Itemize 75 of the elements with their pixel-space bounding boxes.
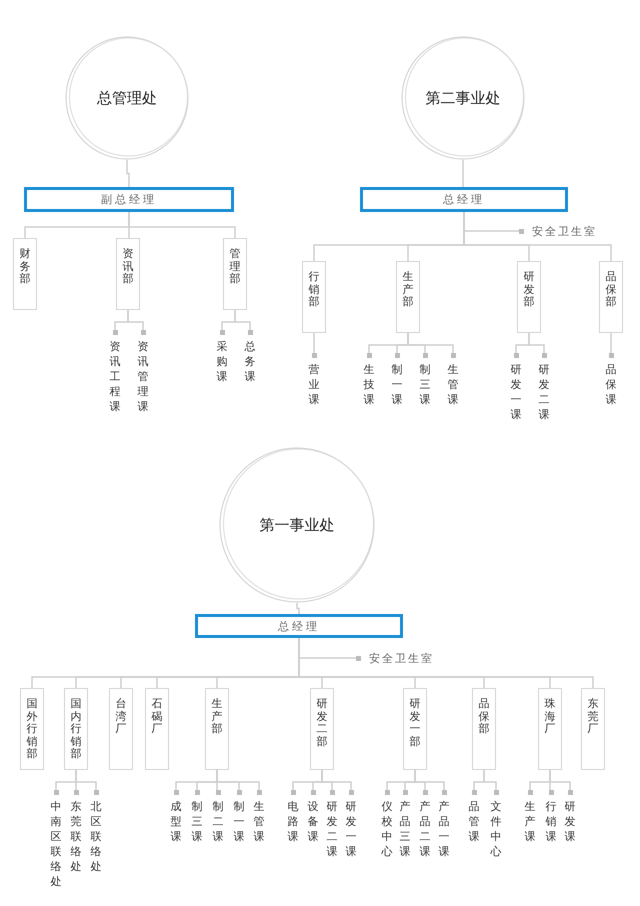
section-item: 产品二课 (417, 790, 433, 859)
section-item: 行销课 (543, 790, 559, 844)
connector-line (75, 770, 97, 790)
section-item: 生管课 (445, 353, 461, 407)
section-item: 研发二课 (536, 353, 552, 422)
section-item: 研发一课 (343, 790, 359, 859)
department-box: 财务部 (13, 238, 37, 310)
department-box: 研发一部 (403, 688, 427, 770)
section-item: 产品三课 (397, 790, 413, 859)
connector-line (128, 212, 236, 238)
connector-line (321, 770, 352, 790)
section-item: 研发课 (562, 790, 578, 844)
division-circle: 第一事业处 (219, 447, 375, 603)
division-circle: 第二事业处 (401, 36, 525, 160)
section-item: 成型课 (168, 790, 184, 844)
connector-line (549, 770, 571, 790)
department-box: 行销部 (302, 261, 326, 333)
department-box: 研发部 (517, 261, 541, 333)
section-item: 生管课 (251, 790, 267, 844)
department-box: 石碣厂 (145, 688, 169, 770)
connector-line (296, 603, 300, 614)
department-box: 品保部 (472, 688, 496, 770)
connector-line (313, 333, 315, 353)
department-box: 生产部 (205, 688, 229, 770)
connector-line (126, 160, 130, 187)
department-box: 东莞厂 (581, 688, 605, 770)
section-item: 制二课 (210, 790, 226, 844)
section-item: 研发二课 (324, 790, 340, 859)
section-item: 品管课 (466, 790, 482, 844)
section-item: 设备课 (305, 790, 321, 844)
department-box: 台湾厂 (109, 688, 133, 770)
department-box: 管理部 (223, 238, 247, 310)
section-item: 制三课 (417, 353, 433, 407)
section-item: 生产课 (522, 790, 538, 844)
office-item: 安全卫生室 (356, 650, 434, 666)
manager-box: 总经理 (360, 187, 568, 212)
manager-box: 副总经理 (24, 187, 234, 212)
section-item: 品保课 (603, 353, 619, 407)
section-item: 制一课 (389, 353, 405, 407)
connector-line (234, 310, 251, 330)
section-item: 资讯工程课 (107, 330, 123, 414)
department-box: 品保部 (599, 261, 623, 333)
department-box: 珠海厂 (538, 688, 562, 770)
section-item: 制三课 (189, 790, 205, 844)
connector-line (528, 333, 545, 353)
section-item: 资讯管理课 (135, 330, 151, 414)
connector-line (483, 770, 497, 790)
connector-line (463, 212, 612, 261)
division-circle: 总管理处 (65, 36, 189, 160)
section-item: 北区联络处 (88, 790, 104, 874)
connector-line (610, 333, 612, 353)
section-item: 总务课 (242, 330, 258, 384)
department-box: 国内行销部 (64, 688, 88, 770)
section-item: 文件中心 (488, 790, 504, 859)
connector-line (414, 770, 445, 790)
section-item: 制一课 (231, 790, 247, 844)
section-item: 中南区联络处 (48, 790, 64, 889)
department-box: 资讯部 (116, 238, 140, 310)
connector-line (216, 770, 260, 790)
department-box: 国外行销部 (20, 688, 44, 770)
section-item: 产品一课 (436, 790, 452, 859)
connector-line (407, 333, 454, 353)
section-item: 仪校中心 (379, 790, 395, 859)
department-box: 生产部 (396, 261, 420, 333)
office-item: 安全卫生室 (519, 223, 597, 239)
manager-box: 总经理 (195, 614, 403, 638)
section-item: 研发一课 (508, 353, 524, 422)
section-item: 东莞联络处 (68, 790, 84, 874)
section-item: 采购课 (214, 330, 230, 384)
connector-line (462, 160, 464, 187)
section-item: 生技课 (361, 353, 377, 407)
section-item: 电路课 (285, 790, 301, 844)
department-box: 研发二部 (310, 688, 334, 770)
section-item: 营业课 (306, 353, 322, 407)
connector-line (127, 310, 144, 330)
